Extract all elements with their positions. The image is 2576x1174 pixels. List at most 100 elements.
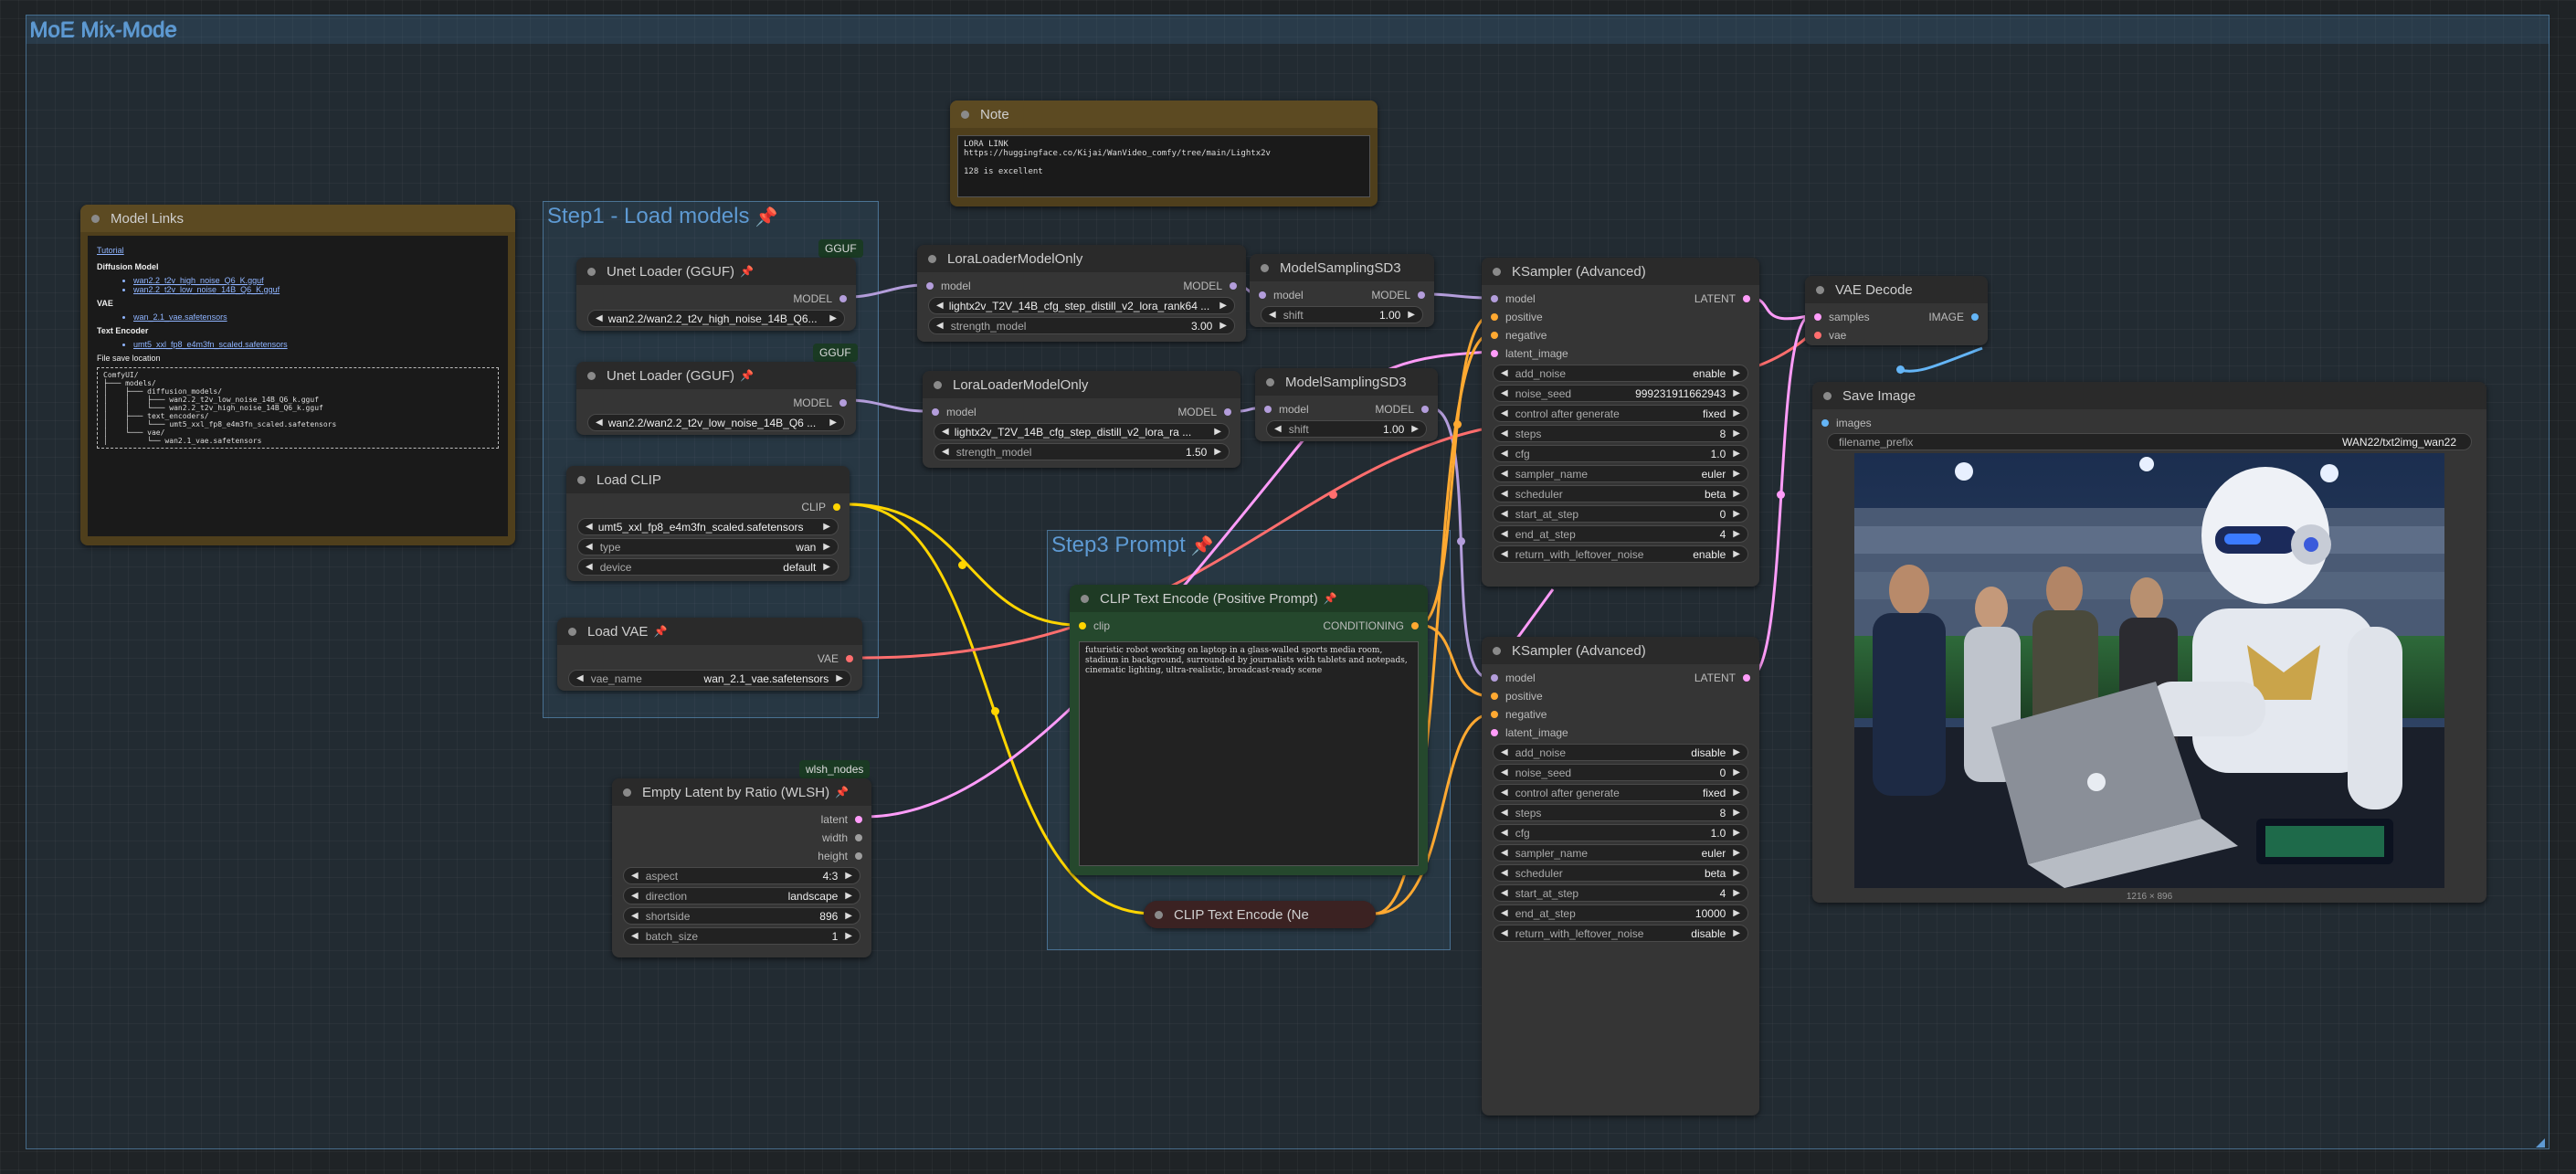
- node-header[interactable]: Unet Loader (GGUF) 📌: [576, 258, 856, 285]
- collapse-dot[interactable]: [587, 371, 596, 380]
- arrow-left-icon[interactable]: ◀: [1501, 767, 1508, 777]
- diffusion-link[interactable]: wan2.2_t2v_low_noise_14B_Q6_K.gguf: [133, 285, 499, 294]
- node-unet-loader-high[interactable]: Unet Loader (GGUF) 📌 MODEL ◀ wan2.2/wan2…: [576, 258, 856, 331]
- latent-slot-dot[interactable]: [1743, 295, 1750, 302]
- input-model[interactable]: model: [1259, 289, 1304, 301]
- diffusion-link[interactable]: wan2.2_t2v_high_noise_Q6_K.gguf: [133, 276, 499, 285]
- clip-slot-dot[interactable]: [1079, 622, 1086, 629]
- output-model[interactable]: MODEL: [1183, 280, 1237, 292]
- node-header[interactable]: LoraLoaderModelOnly: [917, 245, 1246, 272]
- arrow-left-icon[interactable]: ◀: [1501, 428, 1508, 439]
- arrow-left-icon[interactable]: ◀: [586, 542, 593, 552]
- node-header[interactable]: ModelSamplingSD3: [1255, 368, 1438, 396]
- resize-handle-icon[interactable]: [2536, 1138, 2545, 1148]
- image-slot-dot[interactable]: [1971, 313, 1979, 321]
- output-clip[interactable]: CLIP: [801, 501, 840, 513]
- reroute-dot[interactable]: [958, 561, 966, 569]
- clip-name-combo[interactable]: ◀ umt5_xxl_fp8_e4m3fn_scaled.safetensors…: [577, 518, 839, 535]
- group-step3-title[interactable]: Step3 Prompt 📌: [1051, 533, 1214, 558]
- output-latent[interactable]: latent: [821, 813, 862, 826]
- arrow-right-icon[interactable]: ▶: [845, 931, 852, 941]
- arrow-right-icon[interactable]: ▶: [1733, 808, 1740, 818]
- node-header[interactable]: KSampler (Advanced): [1482, 637, 1759, 664]
- arrow-right-icon[interactable]: ▶: [823, 562, 830, 572]
- node-model-links[interactable]: Model Links Tutorial Diffusion Model wan…: [80, 205, 515, 545]
- node-lora-loader-1[interactable]: LoraLoaderModelOnly model MODEL ◀lightx2…: [917, 245, 1246, 342]
- output-model[interactable]: MODEL: [793, 292, 847, 305]
- arrow-left-icon[interactable]: ◀: [1269, 310, 1276, 320]
- arrow-left-icon[interactable]: ◀: [1501, 408, 1508, 418]
- input-samples[interactable]: samples: [1814, 311, 1870, 323]
- arrow-left-icon[interactable]: ◀: [596, 313, 603, 323]
- node-unet-loader-low[interactable]: Unet Loader (GGUF) 📌 MODEL ◀ wan2.2/wan2…: [576, 362, 856, 435]
- collapse-dot[interactable]: [1493, 646, 1501, 655]
- vae-name-combo[interactable]: ◀ vae_name wan_2.1_vae.safetensors ▶: [568, 670, 851, 687]
- model-slot-dot[interactable]: [932, 408, 939, 416]
- arrow-left-icon[interactable]: ◀: [586, 562, 593, 572]
- model-slot-dot[interactable]: [926, 282, 934, 290]
- collapse-dot[interactable]: [1081, 594, 1089, 603]
- model-slot-dot[interactable]: [1230, 282, 1237, 290]
- arrow-right-icon[interactable]: ▶: [1733, 428, 1740, 439]
- node-ksampler-2[interactable]: KSampler (Advanced) model LATENT positiv…: [1482, 637, 1759, 1116]
- arrow-right-icon[interactable]: ▶: [1733, 868, 1740, 878]
- node-header[interactable]: KSampler (Advanced): [1482, 258, 1759, 285]
- latent-slot-dot[interactable]: [1743, 674, 1750, 682]
- vae-link[interactable]: wan_2.1_vae.safetensors: [133, 312, 499, 322]
- conditioning-slot-dot[interactable]: [1491, 313, 1498, 321]
- vae-slot-dot[interactable]: [846, 655, 853, 662]
- arrow-left-icon[interactable]: ◀: [1501, 529, 1508, 539]
- clip-device-combo[interactable]: ◀ device default ▶: [577, 558, 839, 576]
- arrow-left-icon[interactable]: ◀: [1501, 489, 1508, 499]
- node-load-vae[interactable]: Load VAE 📌 VAE ◀ vae_name wan_2.1_vae.sa…: [557, 618, 862, 691]
- arrow-right-icon[interactable]: ▶: [1733, 928, 1740, 938]
- node-header[interactable]: Note: [950, 100, 1378, 128]
- vae-slot-dot[interactable]: [1814, 332, 1821, 339]
- input-positive[interactable]: positive: [1491, 690, 1543, 703]
- arrow-left-icon[interactable]: ◀: [631, 891, 639, 901]
- output-vae[interactable]: VAE: [818, 652, 853, 665]
- output-model[interactable]: MODEL: [793, 397, 847, 409]
- arrow-left-icon[interactable]: ◀: [1501, 868, 1508, 878]
- conditioning-slot-dot[interactable]: [1491, 332, 1498, 339]
- arrow-left-icon[interactable]: ◀: [1501, 747, 1508, 757]
- collapse-dot[interactable]: [623, 788, 631, 797]
- node-ksampler-1[interactable]: KSampler (Advanced) model LATENT positiv…: [1482, 258, 1759, 587]
- arrow-right-icon[interactable]: ▶: [829, 313, 837, 323]
- output-image[interactable]: IMAGE: [1928, 311, 1979, 323]
- output-image-preview[interactable]: [1854, 453, 2444, 888]
- arrow-right-icon[interactable]: ▶: [823, 522, 830, 532]
- node-header[interactable]: Save Image: [1812, 382, 2486, 409]
- workflow-title[interactable]: MoE Mix-Mode: [30, 17, 178, 42]
- arrow-left-icon[interactable]: ◀: [942, 427, 949, 437]
- input-model[interactable]: model: [932, 406, 977, 418]
- model-slot-dot[interactable]: [1264, 406, 1272, 413]
- node-empty-latent[interactable]: Empty Latent by Ratio (WLSH) 📌 latent wi…: [612, 778, 871, 957]
- node-lora-loader-2[interactable]: LoraLoaderModelOnly model MODEL ◀lightx2…: [923, 371, 1240, 468]
- arrow-right-icon[interactable]: ▶: [1411, 424, 1419, 434]
- arrow-left-icon[interactable]: ◀: [1501, 469, 1508, 479]
- input-model[interactable]: model: [1491, 672, 1536, 684]
- arrow-right-icon[interactable]: ▶: [1733, 828, 1740, 838]
- text-encoder-link[interactable]: umt5_xxl_fp8_e4m3fn_scaled.safetensors: [133, 340, 499, 349]
- collapse-dot[interactable]: [1823, 391, 1832, 400]
- output-model[interactable]: MODEL: [1375, 403, 1429, 416]
- arrow-right-icon[interactable]: ▶: [1733, 788, 1740, 798]
- arrow-right-icon[interactable]: ▶: [1733, 489, 1740, 499]
- int-slot-dot[interactable]: [855, 852, 862, 860]
- arrow-right-icon[interactable]: ▶: [1733, 368, 1740, 378]
- group-step1-title[interactable]: Step1 - Load models 📌: [547, 204, 777, 229]
- collapse-dot[interactable]: [934, 380, 942, 389]
- arrow-left-icon[interactable]: ◀: [1501, 368, 1508, 378]
- input-model[interactable]: model: [926, 280, 971, 292]
- unet-name-combo[interactable]: ◀ wan2.2/wan2.2_t2v_low_noise_14B_Q6 ...…: [587, 414, 845, 431]
- model-slot-dot[interactable]: [1259, 291, 1266, 299]
- model-slot-dot[interactable]: [1491, 295, 1498, 302]
